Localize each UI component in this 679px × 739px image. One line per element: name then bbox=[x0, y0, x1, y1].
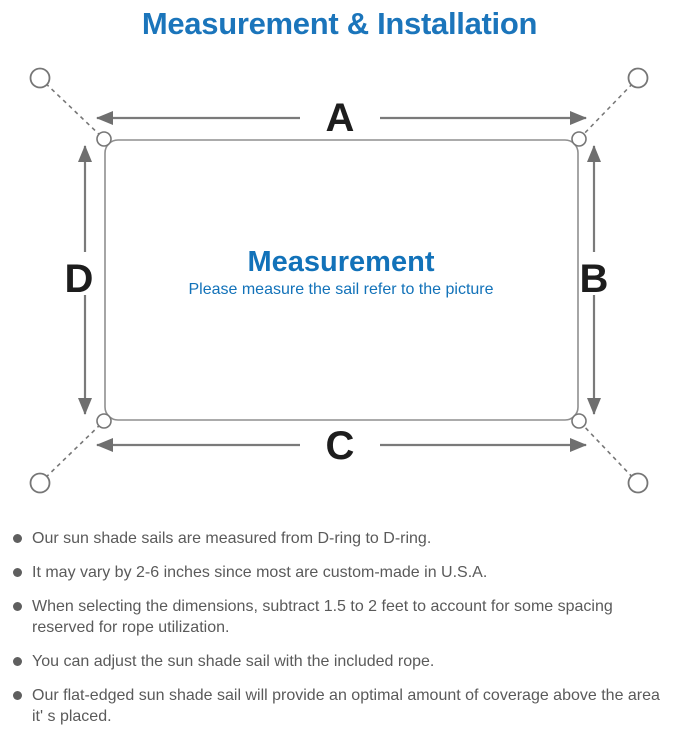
note-text: Our flat-edged sun shade sail will provi… bbox=[32, 687, 660, 725]
note-text: It may vary by 2-6 inches since most are… bbox=[32, 564, 488, 581]
d-rings bbox=[96, 131, 587, 429]
bullet-dot-icon bbox=[13, 602, 22, 611]
anchor-ring-bottom-right-icon bbox=[627, 472, 649, 494]
diagram-subtitle: Please measure the sail refer to the pic… bbox=[188, 281, 493, 298]
dashed-rope-top-right bbox=[578, 77, 639, 140]
bullet-dot-icon bbox=[13, 568, 22, 577]
note-item: You can adjust the sun shade sail with t… bbox=[13, 651, 669, 672]
diagram-title: Measurement bbox=[248, 246, 435, 278]
dashed-rope-top-left bbox=[39, 77, 105, 140]
anchor-ring-top-left-icon bbox=[29, 67, 51, 89]
anchor-ring-bottom-left-icon bbox=[29, 472, 51, 494]
note-item: Our sun shade sails are measured from D-… bbox=[13, 528, 669, 549]
dimension-label-b: B bbox=[580, 257, 609, 301]
bullet-dot-icon bbox=[13, 534, 22, 543]
d-ring-bottom-right-icon bbox=[571, 413, 587, 429]
note-text: When selecting the dimensions, subtract … bbox=[32, 598, 613, 636]
note-item: Our flat-edged sun shade sail will provi… bbox=[13, 685, 669, 727]
sail-rectangle bbox=[104, 139, 579, 421]
anchor-ring-top-right-icon bbox=[627, 67, 649, 89]
dimension-label-c: C bbox=[326, 424, 355, 468]
d-ring-top-right-icon bbox=[571, 131, 587, 147]
note-item: When selecting the dimensions, subtract … bbox=[13, 596, 669, 638]
d-ring-bottom-left-icon bbox=[96, 413, 112, 429]
dashed-rope-bottom-left bbox=[39, 420, 105, 484]
dashed-rope-bottom-right bbox=[578, 420, 639, 484]
note-text: You can adjust the sun shade sail with t… bbox=[32, 653, 435, 670]
note-item: It may vary by 2-6 inches since most are… bbox=[13, 562, 669, 583]
page-title: Measurement & Installation bbox=[141, 6, 538, 41]
note-text: Our sun shade sails are measured from D-… bbox=[32, 530, 432, 547]
bullet-dot-icon bbox=[13, 691, 22, 700]
measurement-diagram: A C D B Measurement Please measure the s… bbox=[29, 67, 649, 494]
anchor-rings bbox=[29, 67, 649, 494]
dimension-label-d: D bbox=[65, 257, 94, 301]
dimension-arrows bbox=[78, 111, 601, 452]
notes-list: Our sun shade sails are measured from D-… bbox=[0, 528, 679, 727]
corner-ropes bbox=[39, 77, 639, 484]
dimension-label-a: A bbox=[326, 96, 355, 140]
d-ring-top-left-icon bbox=[96, 131, 112, 147]
bullet-dot-icon bbox=[13, 657, 22, 666]
